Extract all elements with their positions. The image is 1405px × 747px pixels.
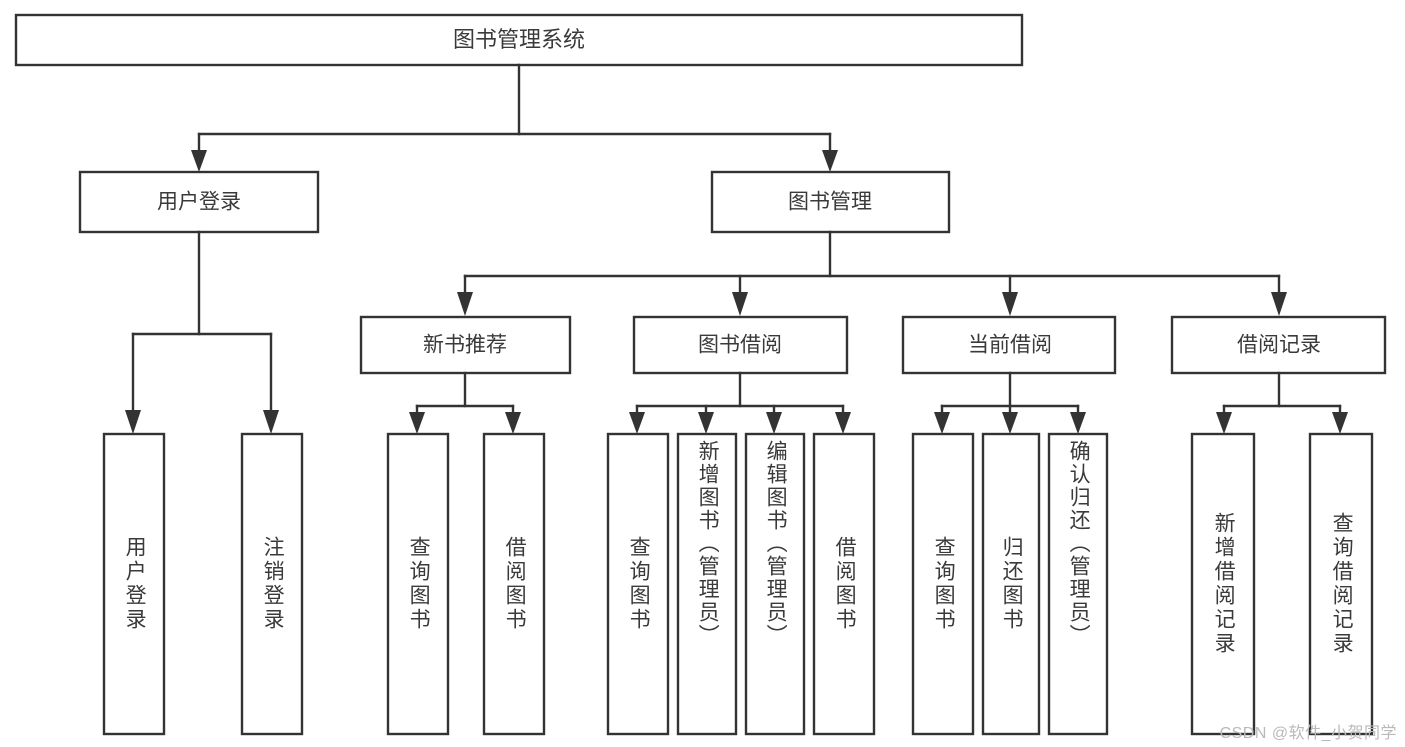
node-leaf-query-record-box[interactable] — [1308, 432, 1374, 736]
arrow-leaf-return-book — [1002, 412, 1018, 434]
node-borrow-record-label: 借阅记录 — [1237, 334, 1321, 357]
arrow-to-book-manage — [822, 150, 838, 172]
node-leaf-add-record-box[interactable] — [1190, 432, 1256, 736]
node-leaf-borrow-book-rec-box[interactable] — [482, 432, 546, 736]
arrow-leaf-borrow-book — [835, 412, 851, 434]
node-book-manage-box[interactable] — [710, 170, 951, 234]
node-leaf-user-logout-box[interactable] — [240, 432, 304, 736]
node-borrow-record-box[interactable] — [1170, 315, 1387, 375]
arrow-to-user-login — [191, 150, 207, 172]
node-root-label: 图书管理系统 — [453, 27, 585, 52]
node-leaf-edit-book-box[interactable] — [744, 432, 806, 736]
node-book-manage-label: 图书管理 — [788, 191, 872, 214]
arrow-leaf-query-book-current — [934, 412, 950, 434]
csdn-watermark: CSDN @软件_小贺同学 — [1219, 725, 1397, 742]
arrow-leaf-user-login — [125, 410, 141, 434]
node-current-borrow-box[interactable] — [901, 315, 1117, 375]
arrow-to-borrow-record — [1271, 292, 1287, 316]
arrow-leaf-query-record — [1332, 412, 1348, 434]
node-leaf-query-book-rec-box[interactable] — [386, 432, 450, 736]
arrow-leaf-user-logout — [263, 410, 279, 434]
arrow-to-current-borrow — [1002, 292, 1018, 316]
arrow-leaf-add-record — [1216, 412, 1232, 434]
arrow-to-new-book-rec — [457, 292, 473, 316]
node-leaf-borrow-book-box[interactable] — [812, 432, 876, 736]
arrow-leaf-query-book-rec — [409, 412, 425, 434]
node-leaf-return-book-box[interactable] — [981, 432, 1041, 736]
node-leaf-user-login-box[interactable] — [102, 432, 166, 736]
node-leaf-query-book-borrow-box[interactable] — [606, 432, 670, 736]
node-book-borrow-box[interactable] — [632, 315, 849, 375]
arrow-leaf-borrow-book-rec — [505, 412, 521, 434]
arrow-to-book-borrow — [732, 292, 748, 316]
node-book-borrow-label: 图书借阅 — [698, 334, 782, 357]
arrow-leaf-edit-book — [766, 412, 782, 434]
arrow-leaf-query-book-borrow — [629, 412, 645, 434]
node-leaf-query-book-current-box[interactable] — [911, 432, 975, 736]
arrow-leaf-confirm-return — [1070, 412, 1086, 434]
node-leaf-add-book-box[interactable] — [676, 432, 738, 736]
node-new-book-rec-box[interactable] — [359, 315, 572, 375]
node-leaf-confirm-return-box[interactable] — [1047, 432, 1109, 736]
node-user-login-label: 用户登录 — [157, 191, 241, 214]
node-current-borrow-label: 当前借阅 — [968, 334, 1052, 357]
node-root-box[interactable] — [14, 13, 1024, 67]
arrow-leaf-add-book — [698, 412, 714, 434]
node-new-book-rec-label: 新书推荐 — [423, 334, 507, 357]
